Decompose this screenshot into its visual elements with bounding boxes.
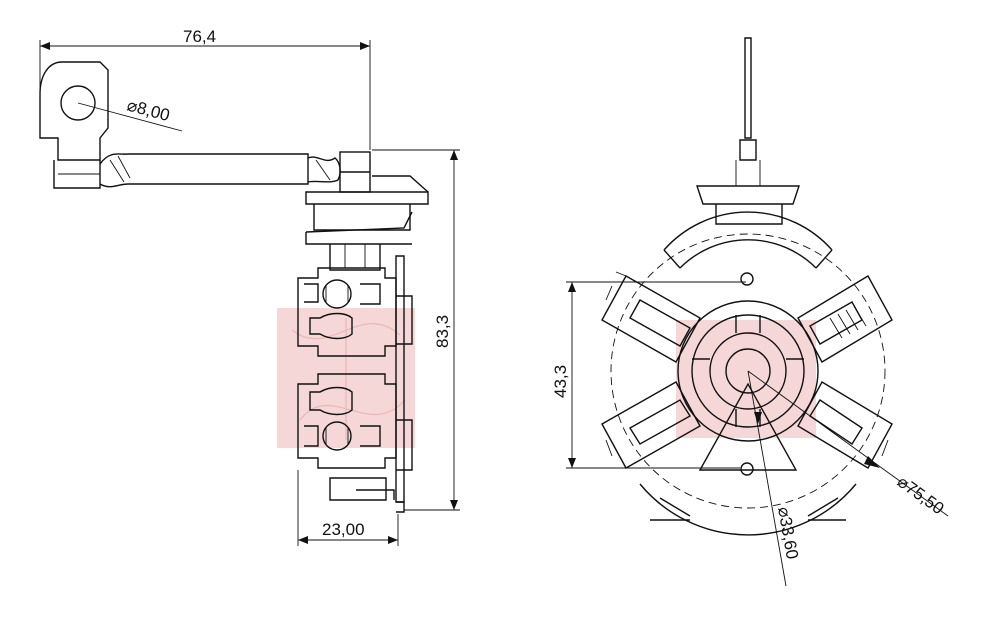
dim-height-label: 83,3	[433, 315, 452, 348]
top-cap	[696, 185, 800, 225]
outer-housing	[610, 211, 886, 536]
upper-brush-holder	[297, 267, 397, 357]
brush-box-upper-right	[797, 275, 893, 363]
side-view	[39, 61, 429, 513]
brush-box-lower-left	[601, 381, 701, 469]
mount-hole-top	[740, 272, 754, 286]
dim-lead-length-label: 76,4	[183, 27, 216, 46]
lead-wire	[99, 153, 341, 188]
brush-box-upper-left	[601, 271, 701, 363]
mount-hole-bottom	[740, 462, 754, 476]
dim-outer-dia: ⌀75,50	[747, 370, 949, 518]
front-view	[601, 37, 893, 536]
dim-brush-span-label: 43,3	[551, 365, 570, 398]
dim-lead-length: 76,4	[39, 27, 371, 150]
dim-ring-hole-label: ⌀8,00	[125, 96, 172, 126]
dim-outer-dia-label: ⌀75,50	[894, 472, 948, 518]
dim-brush-span: 43,3	[551, 281, 746, 469]
commutator	[677, 300, 819, 471]
lower-brush-holder	[297, 373, 397, 469]
top-connector	[305, 151, 429, 271]
dim-inner-dia-label: ⌀33,60	[774, 505, 802, 560]
terminal-tab	[735, 37, 761, 186]
bottom-foot	[329, 477, 395, 501]
dim-height: 83,3	[372, 149, 460, 511]
dim-width-label: 23,00	[322, 520, 365, 539]
ring-terminal	[39, 61, 109, 189]
watermark-right	[676, 320, 816, 438]
dim-ring-hole: ⌀8,00	[77, 96, 183, 132]
dim-width: 23,00	[297, 470, 399, 546]
